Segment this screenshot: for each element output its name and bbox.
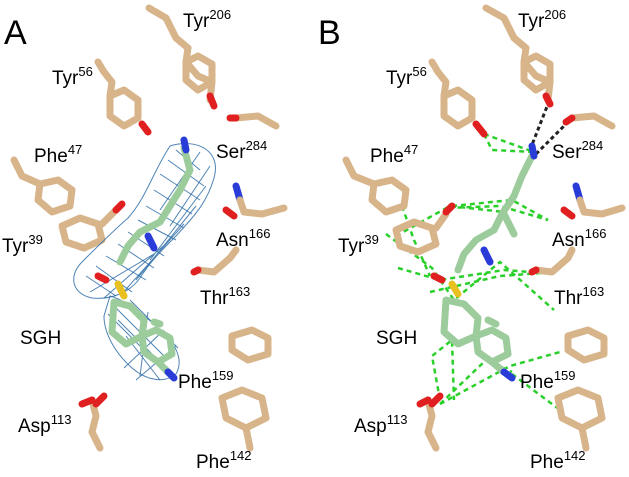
label-ser284-b: Ser284 (552, 138, 603, 163)
residue-phe159-b (564, 326, 608, 364)
label-tyr56-a: Tyr56 (52, 64, 93, 89)
residue-tyr56-b (428, 58, 488, 138)
label-phe142-a: Phe142 (196, 448, 252, 473)
label-phe47-b: Phe47 (370, 142, 418, 167)
panel-b: B (318, 4, 626, 473)
label-tyr206-a: Tyr206 (183, 7, 231, 32)
label-phe142-b: Phe142 (530, 448, 586, 473)
residue-tyr206-a (145, 4, 218, 110)
residue-ser284-b (562, 112, 616, 130)
residue-phe47-a (10, 156, 76, 216)
label-asp113-a: Asp113 (18, 412, 71, 437)
label-phe159-b: Phe159 (520, 368, 576, 393)
label-asn166-b: Asn166 (552, 226, 606, 251)
label-phe47-a: Phe47 (34, 142, 82, 167)
label-tyr56-b: Tyr56 (386, 64, 427, 89)
residue-tyr39-b (392, 202, 456, 256)
residue-asn166-b (560, 182, 626, 220)
label-ser284-a: Ser284 (216, 138, 267, 163)
label-thr163-b: Thr163 (554, 284, 604, 309)
residue-asp113-a (78, 392, 108, 452)
label-asp113-b: Asp113 (354, 412, 407, 437)
label-thr163-a: Thr163 (200, 284, 250, 309)
residue-phe47-b (342, 156, 410, 216)
label-tyr206-b: Tyr206 (518, 7, 566, 32)
panel-a: A (2, 4, 288, 473)
ligand-sgh-b (430, 142, 538, 382)
residue-phe142-a (218, 386, 270, 452)
label-sgh-a: SGH (20, 328, 61, 349)
residue-tyr56-a (94, 58, 152, 136)
residue-tyr39-a (58, 200, 126, 252)
panel-b-letter: B (318, 14, 341, 52)
residue-asn166-a (222, 182, 288, 220)
residue-asp113-b (416, 392, 444, 452)
residue-phe142-b (554, 386, 606, 452)
label-asn166-a: Asn166 (216, 226, 270, 251)
label-tyr39-a: Tyr39 (2, 232, 43, 257)
panel-a-letter: A (4, 14, 27, 52)
ligand-sgh-a (94, 136, 194, 382)
label-sgh-b: SGH (376, 328, 417, 349)
residue-thr163-a (190, 246, 240, 276)
label-tyr39-b: Tyr39 (338, 232, 379, 257)
label-phe159-a: Phe159 (178, 368, 234, 393)
residue-phe159-a (228, 326, 272, 364)
residue-tyr206-b (482, 4, 554, 108)
residue-ser284-a (226, 112, 280, 130)
residue-thr163-b (528, 246, 576, 276)
